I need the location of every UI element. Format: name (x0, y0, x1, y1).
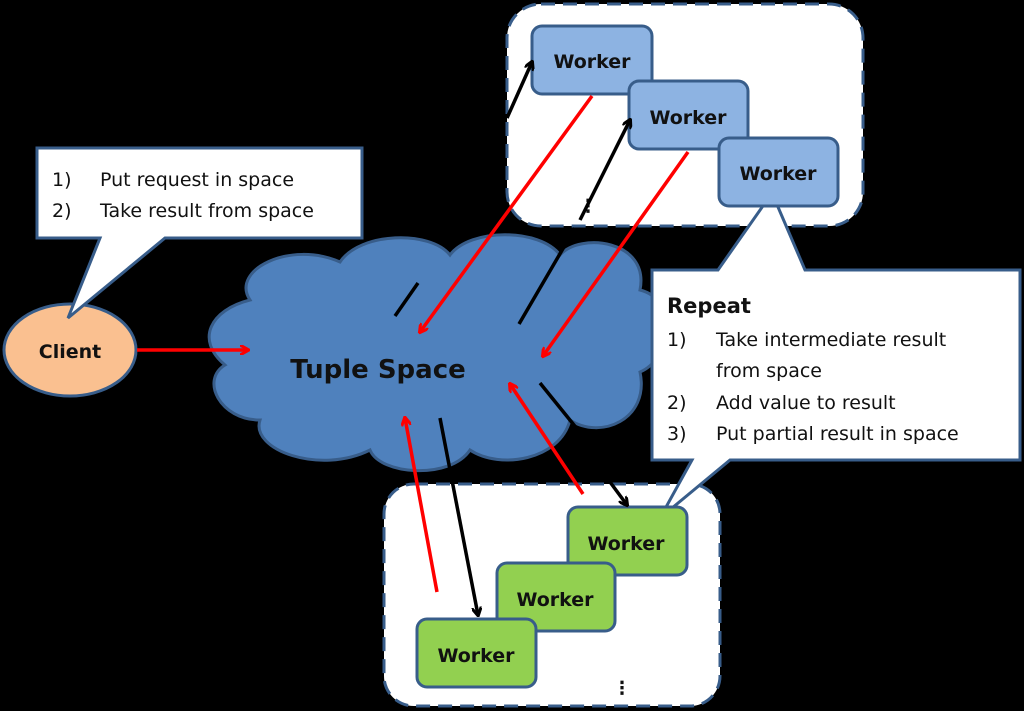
client-callout-item-1-num: 1) (52, 169, 72, 191)
worker-callout-item-3-text: Put partial result in space (716, 423, 959, 445)
arrow-take-top-1b (505, 62, 532, 119)
client-callout-item-1-text: Put request in space (100, 169, 294, 191)
arrow-put-bottom-1 (405, 418, 439, 593)
top-worker-3 (717, 136, 840, 208)
client-callout (35, 146, 364, 320)
client-callout-item-2-text: Take result from space (99, 200, 314, 222)
worker-callout-item-3-num: 3) (667, 423, 687, 445)
worker-callout (650, 189, 1022, 520)
arrow-take-bottom-2b (608, 480, 627, 505)
top-worker-2 (627, 79, 750, 151)
arrow-take-bottom-1 (438, 417, 478, 615)
bottom-worker-2-label: Worker (516, 589, 594, 611)
arrow-take-top-2b (578, 120, 630, 221)
worker-callout-item-2-text: Add value to result (716, 392, 896, 414)
bottom-worker-3 (415, 617, 538, 689)
arrow-take-top-2 (517, 227, 577, 325)
top-worker-2-label: Worker (649, 107, 727, 129)
client-node (2, 302, 138, 398)
client-label: Client (39, 341, 101, 363)
tuple-space-cloud (207, 233, 668, 473)
worker-callout-item-1-text: Take intermediate result (715, 329, 946, 351)
arrow-put-bottom-2 (510, 384, 585, 495)
arrow-take-bottom-2 (538, 381, 580, 432)
bottom-worker-3-label: Worker (437, 645, 515, 667)
top-worker-3-label: Worker (739, 163, 817, 185)
arrow-put-top-1 (420, 94, 594, 332)
client-callout-item-2-num: 2) (52, 200, 72, 222)
bottom-worker-2 (495, 561, 617, 633)
tuple-space-label: Tuple Space (290, 355, 466, 385)
worker-callout-item-1-cont: from space (716, 360, 822, 382)
bottom-group-ellipsis: ⋮ (613, 678, 631, 699)
worker-callout-heading: Repeat (667, 294, 751, 318)
worker-callout-item-2-num: 2) (667, 392, 687, 414)
bottom-worker-1-label: Worker (587, 533, 665, 555)
worker-callout-item-1-num: 1) (667, 329, 687, 351)
arrow-put-top-2 (543, 150, 690, 356)
top-worker-1-label: Worker (553, 51, 631, 73)
arrow-take-top-1 (393, 281, 420, 318)
